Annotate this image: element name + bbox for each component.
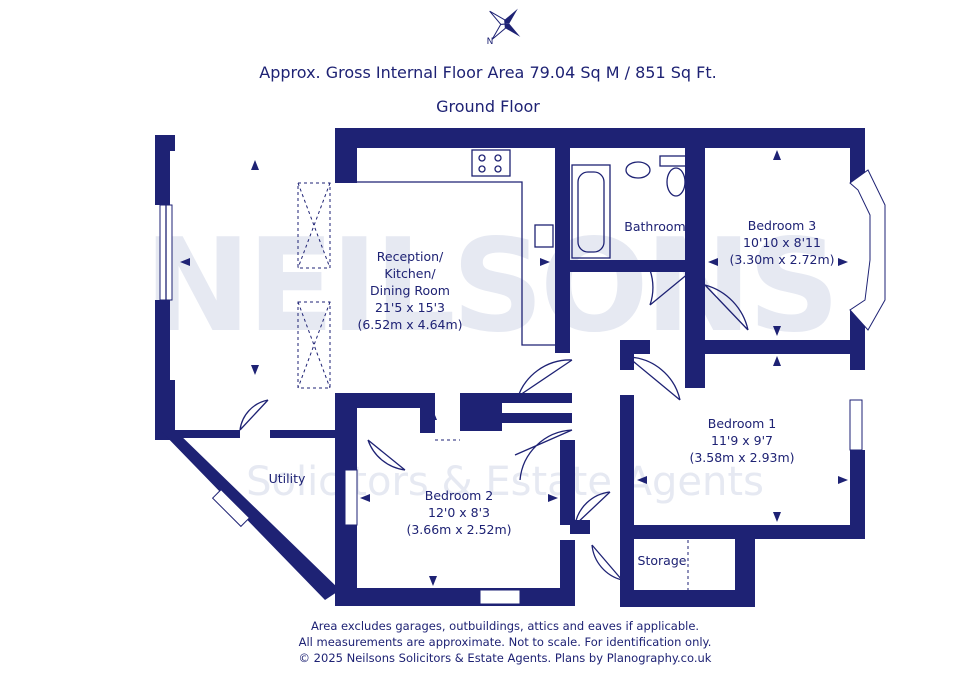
walls xyxy=(155,128,865,607)
svg-text:(3.58m x 2.93m): (3.58m x 2.93m) xyxy=(689,450,794,465)
room-label-bedroom1: Bedroom 1 11'9 x 9'7 (3.58m x 2.93m) xyxy=(689,416,794,465)
svg-text:21'5 x 15'3: 21'5 x 15'3 xyxy=(375,300,445,315)
copyright-line: © 2025 Neilsons Solicitors & Estate Agen… xyxy=(298,651,712,665)
skylights xyxy=(297,182,331,389)
room-label-storage: Storage xyxy=(638,553,687,568)
doors xyxy=(239,267,749,590)
svg-text:Dining Room: Dining Room xyxy=(370,283,450,298)
compass-rose-icon xyxy=(489,8,521,40)
svg-text:Bedroom 3: Bedroom 3 xyxy=(748,218,816,233)
windows xyxy=(159,169,886,605)
watermark-brand: NEILSONS xyxy=(144,212,836,361)
svg-text:10'10 x 8'11: 10'10 x 8'11 xyxy=(743,235,821,250)
watermark: NEILSONS Solicitors & Estate Agents xyxy=(144,212,840,505)
svg-text:(6.52m x 4.64m): (6.52m x 4.64m) xyxy=(357,317,462,332)
svg-text:Bedroom 1: Bedroom 1 xyxy=(708,416,776,431)
watermark-tagline: Solicitors & Estate Agents xyxy=(246,459,764,505)
disclaimer-line-1: Area excludes garages, outbuildings, att… xyxy=(310,619,700,633)
svg-text:Reception/: Reception/ xyxy=(377,249,444,264)
floor-label: Ground Floor xyxy=(436,97,540,116)
disclaimer-line-2: All measurements are approximate. Not to… xyxy=(298,635,712,649)
svg-text:N: N xyxy=(487,37,494,47)
dimension-arrows xyxy=(180,150,848,586)
svg-text:(3.66m x 2.52m): (3.66m x 2.52m) xyxy=(406,522,511,537)
room-label-bedroom2: Bedroom 2 12'0 x 8'3 (3.66m x 2.52m) xyxy=(406,488,511,537)
svg-text:Kitchen/: Kitchen/ xyxy=(384,266,436,281)
bathroom-fixtures xyxy=(571,155,693,259)
room-label-bedroom3: Bedroom 3 10'10 x 8'11 (3.30m x 2.72m) xyxy=(729,218,834,267)
svg-text:Bedroom 2: Bedroom 2 xyxy=(425,488,493,503)
room-label-utility: Utility xyxy=(269,471,306,486)
room-label-bathroom: Bathroom xyxy=(624,219,685,234)
area-heading: Approx. Gross Internal Floor Area 79.04 … xyxy=(259,63,717,82)
kitchen-fixtures xyxy=(357,149,560,346)
room-label-reception: Reception/ Kitchen/ Dining Room 21'5 x 1… xyxy=(357,249,462,332)
svg-text:(3.30m x 2.72m): (3.30m x 2.72m) xyxy=(729,252,834,267)
svg-text:12'0 x 8'3: 12'0 x 8'3 xyxy=(428,505,490,520)
svg-text:11'9 x 9'7: 11'9 x 9'7 xyxy=(711,433,773,448)
